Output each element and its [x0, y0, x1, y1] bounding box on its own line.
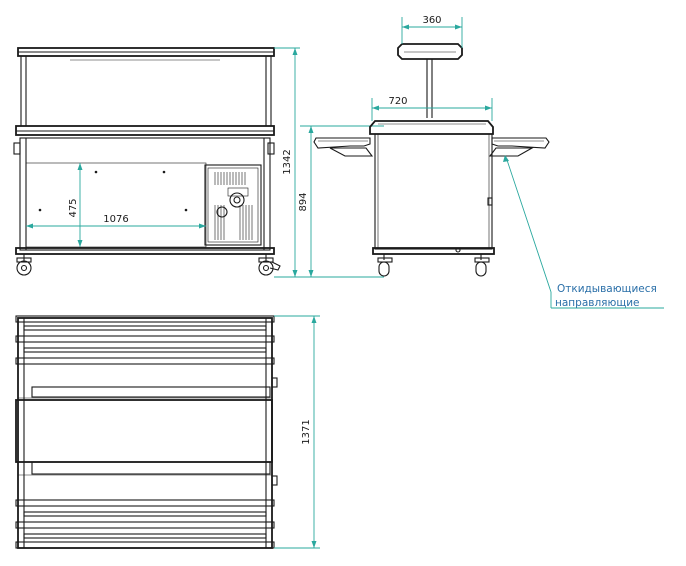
side-caster-left — [377, 254, 393, 277]
dim-720-label: 720 — [388, 96, 407, 107]
dim-1342-label: 1342 — [282, 149, 293, 174]
dimension-894: 894 — [298, 125, 384, 278]
note-line-2: направляющие — [555, 297, 640, 309]
compressor-grille — [214, 172, 253, 240]
dim-475-label: 475 — [68, 198, 79, 217]
dim-1371-label: 1371 — [301, 419, 312, 444]
dim-894-label: 894 — [298, 192, 309, 211]
dimension-1371: 1371 — [274, 315, 320, 549]
dim-1076-label: 1076 — [103, 214, 128, 225]
front-view: 475 1076 — [13, 47, 281, 276]
dimension-720: 720 — [371, 96, 493, 121]
caster-left — [16, 254, 32, 276]
caster-right — [258, 254, 281, 276]
dimension-360: 360 — [401, 15, 463, 48]
side-view: 360 720 Откидывающиеся направляющие — [313, 15, 664, 309]
side-caster-right — [474, 254, 490, 277]
dimension-475: 475 — [68, 163, 83, 247]
plan-view: 1371 — [15, 315, 320, 549]
note-line-1: Откидывающиеся — [557, 283, 657, 295]
note-leader — [503, 155, 664, 309]
fold-rail-left — [313, 137, 374, 157]
dim-360-label: 360 — [422, 15, 441, 26]
dimension-1342: 1342 — [274, 47, 300, 278]
dimension-1076: 1076 — [26, 214, 206, 229]
fold-rail-right — [488, 137, 550, 157]
